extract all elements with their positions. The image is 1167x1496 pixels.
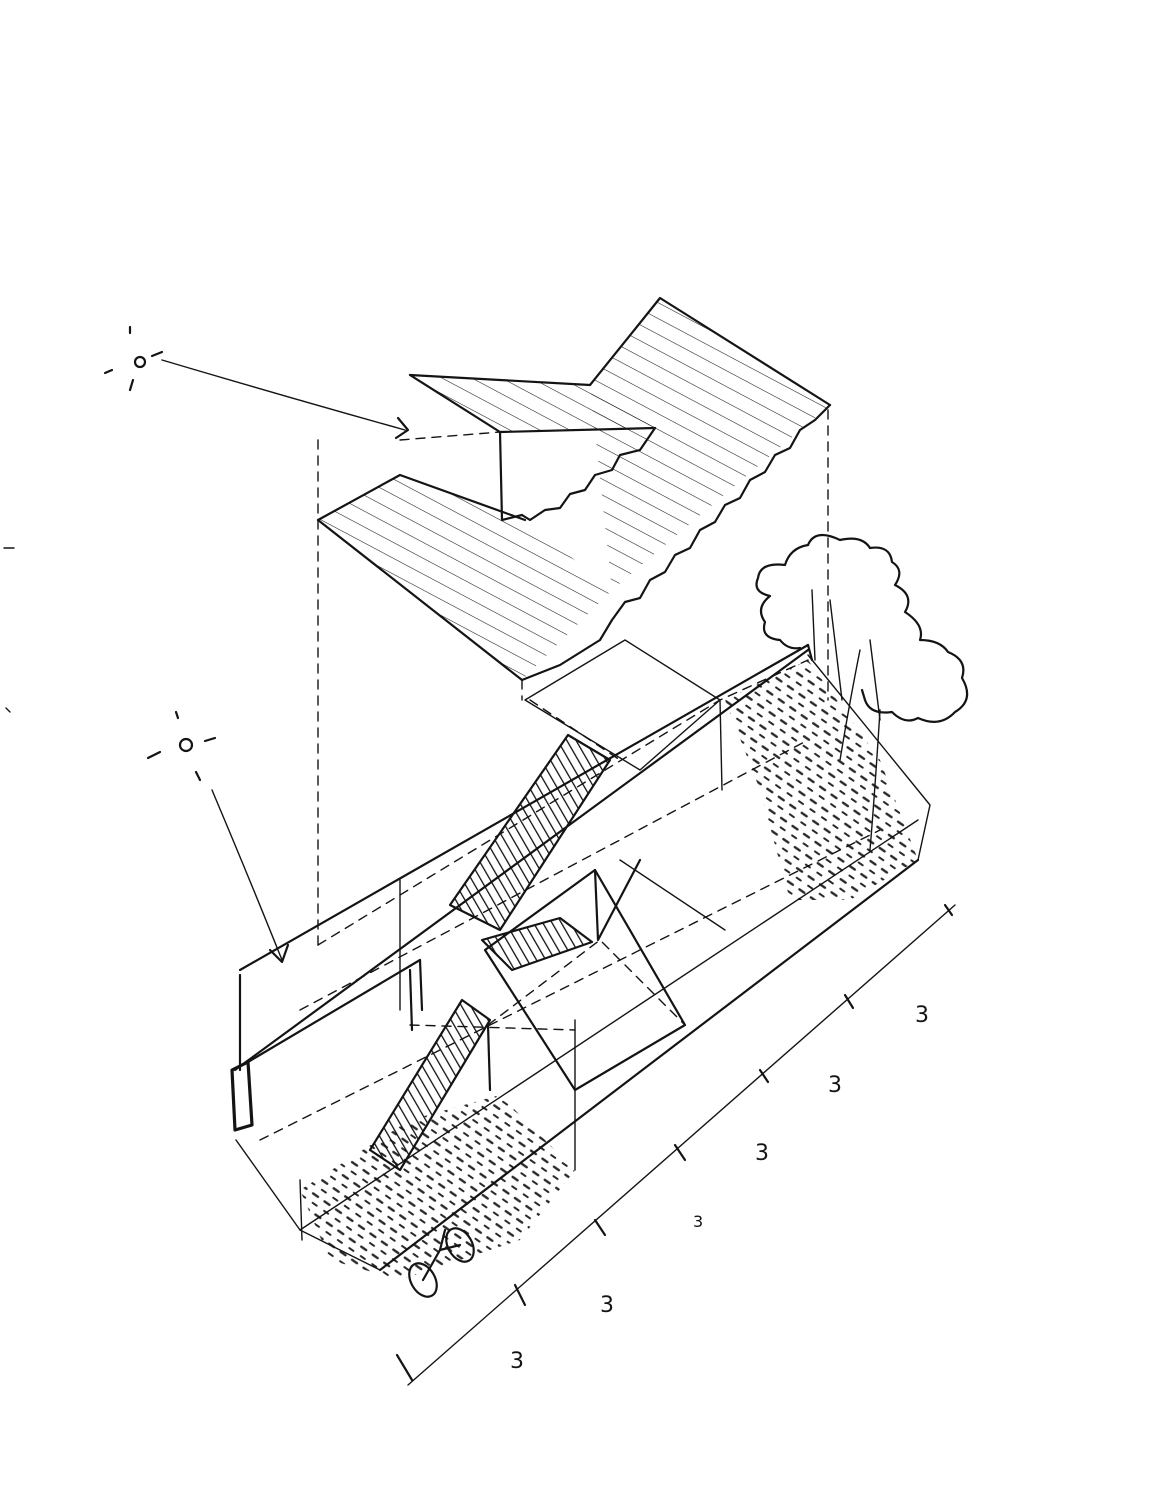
roof [316, 296, 832, 682]
courtyard-box [409, 858, 726, 1092]
dimension-label: 3 [755, 1141, 769, 1166]
roof-dormer [410, 375, 655, 432]
projection-lines [317, 409, 829, 946]
stair-upper [448, 733, 612, 932]
dimension-label: 3 [915, 1003, 929, 1028]
dimension-label: 3 [693, 1212, 703, 1231]
shade-area-front [300, 1095, 575, 1280]
dimension-label: 3 [828, 1073, 842, 1098]
sun-icon [103, 325, 164, 392]
sun-ray-arrow-lower [211, 789, 290, 964]
dimension-line: 3 3 3 3 3 3 [395, 903, 956, 1386]
roof-left-plane [318, 475, 612, 680]
sun-ray-arrow-upper [161, 359, 410, 440]
stair-middle [480, 916, 594, 972]
dimension-label: 3 [510, 1349, 524, 1374]
margin-mark [5, 707, 11, 713]
dimension-label: 3 [600, 1293, 614, 1318]
bicycle-icon [408, 1227, 475, 1298]
sun-icon [146, 710, 217, 782]
shade-area-rear [725, 660, 918, 900]
roof-right-plane [590, 298, 830, 590]
